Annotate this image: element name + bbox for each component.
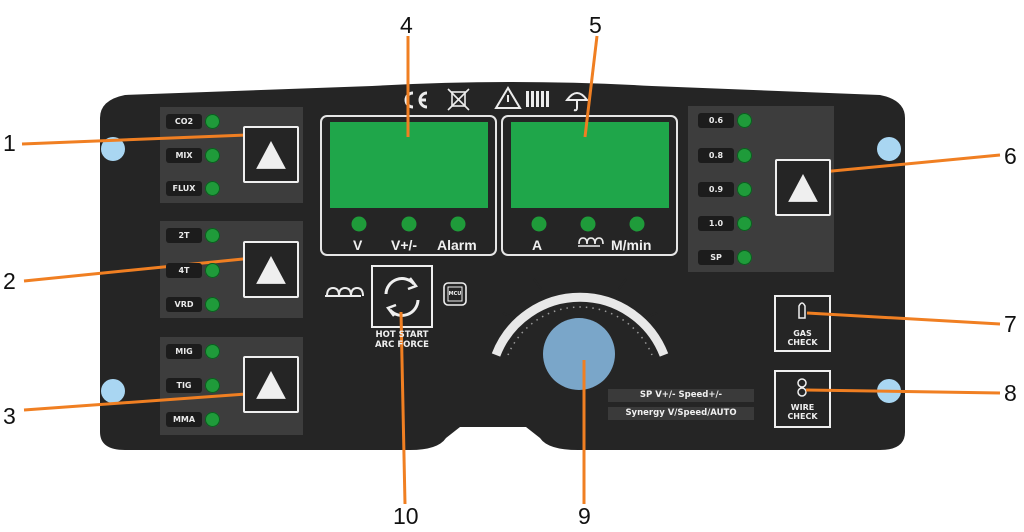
knob-inner-dots [507, 306, 653, 356]
gas-led-mix [205, 148, 220, 163]
unit-amps: A [532, 237, 543, 253]
wire-check-button [774, 370, 831, 428]
callout-2: 2 [3, 268, 16, 294]
callout-8: 8 [1004, 380, 1017, 406]
led-volts [351, 216, 367, 232]
mode-label-vrd: VRD [166, 297, 202, 312]
mode-label-4t: 4T [166, 263, 202, 278]
refresh-cycle-icon [384, 277, 420, 317]
process-label-mma: MMA [166, 412, 202, 427]
wire-check-label-line1: WIRE [790, 403, 815, 412]
gas-label-flux: FLUX [166, 181, 202, 196]
callout-1: 1 [3, 130, 16, 156]
inductance-small-coil-icon [578, 237, 604, 247]
knob-legend-line2: Synergy V/Speed/AUTO [608, 407, 754, 420]
mode-led-4t [205, 263, 220, 278]
mount-hole-top-left [101, 137, 125, 161]
weee-bin-icon [447, 88, 470, 111]
process-led-mma [205, 412, 220, 427]
wire-select-button[interactable] [775, 159, 831, 216]
knob-scale-arc [491, 292, 669, 357]
callout-9: 9 [578, 503, 591, 529]
gas-check-label-line1: GAS [793, 329, 812, 338]
process-label-tig: TIG [166, 378, 202, 393]
gas-select-button[interactable] [243, 126, 299, 183]
wire-led-0-6 [737, 113, 752, 128]
mount-hole-bottom-left [101, 379, 125, 403]
callout-5: 5 [589, 12, 602, 38]
ce-mark-icon [404, 91, 428, 109]
wire-led-1-0 [737, 216, 752, 231]
wire-check-hitbox[interactable] [775, 371, 830, 427]
wire-spool-icon [797, 378, 807, 397]
mode-select-button[interactable] [243, 241, 299, 298]
callout-7: 7 [1004, 311, 1017, 337]
knob-scale-ticks [502, 264, 658, 319]
knob-legend-line1: SP V+/- Speed+/- [608, 389, 754, 402]
gas-check-label-line2: CHECK [787, 338, 818, 347]
process-led-tig [205, 378, 220, 393]
callout-10: 10 [393, 503, 419, 529]
wire-label-sp: SP [698, 250, 734, 265]
triangle-up-icon [256, 141, 286, 169]
umbrella-icon [565, 92, 589, 112]
unit-volts: V [353, 237, 363, 253]
mcu-label: MCU [448, 291, 462, 297]
gas-led-co2 [205, 114, 220, 129]
process-label-mig: MIG [166, 344, 202, 359]
triangle-up-icon [256, 371, 286, 399]
mode-led-vrd [205, 297, 220, 312]
led-wire-speed [629, 216, 645, 232]
triangle-up-icon [788, 174, 818, 202]
gas-cylinder-icon [798, 302, 806, 319]
wire-label-0-6: 0.6 [698, 113, 734, 128]
inductance-coil-icon [325, 286, 364, 297]
callout-6: 6 [1004, 143, 1017, 169]
right-lcd-screen [511, 122, 669, 208]
manual-book-icon [526, 91, 549, 107]
hotstart-label-line2: ARC FORCE [375, 340, 429, 350]
warning-triangle-icon [494, 86, 522, 109]
wire-label-1-0: 1.0 [698, 216, 734, 231]
wire-label-0-9: 0.9 [698, 182, 734, 197]
process-led-mig [205, 344, 220, 359]
process-select-button[interactable] [243, 356, 299, 413]
gas-led-flux [205, 181, 220, 196]
unit-wire-speed: M/min [611, 237, 652, 253]
led-amps [531, 216, 547, 232]
mount-hole-top-right [877, 137, 901, 161]
wire-led-sp [737, 250, 752, 265]
control-knob-hitbox[interactable] [543, 318, 615, 390]
gas-check-button [774, 295, 831, 352]
led-volts-trim [401, 216, 417, 232]
wire-label-0-8: 0.8 [698, 148, 734, 163]
unit-volts-trim: V+/- [391, 237, 418, 253]
hotstart-button-hitbox[interactable] [372, 266, 432, 327]
right-display-frame [501, 115, 678, 256]
gas-label-co2: CO2 [166, 114, 202, 129]
led-alarm [450, 216, 466, 232]
leader-lines [21, 35, 1001, 505]
wire-led-0-9 [737, 182, 752, 197]
mcu-chip-outline [443, 282, 467, 306]
callout-3: 3 [3, 403, 16, 429]
gas-label-mix: MIX [166, 148, 202, 163]
led-inductance [580, 216, 596, 232]
control-knob [543, 318, 615, 390]
mode-led-2t [205, 228, 220, 243]
callout-4: 4 [400, 12, 413, 38]
wire-led-0-8 [737, 148, 752, 163]
gas-check-hitbox[interactable] [775, 296, 830, 351]
mcu-chip-inner [447, 286, 463, 302]
unit-alarm: Alarm [437, 237, 477, 253]
hotstart-label-line1: HOT START [375, 330, 429, 340]
wire-check-label-line2: CHECK [787, 412, 818, 421]
triangle-up-icon [256, 256, 286, 284]
mode-label-2t: 2T [166, 228, 202, 243]
